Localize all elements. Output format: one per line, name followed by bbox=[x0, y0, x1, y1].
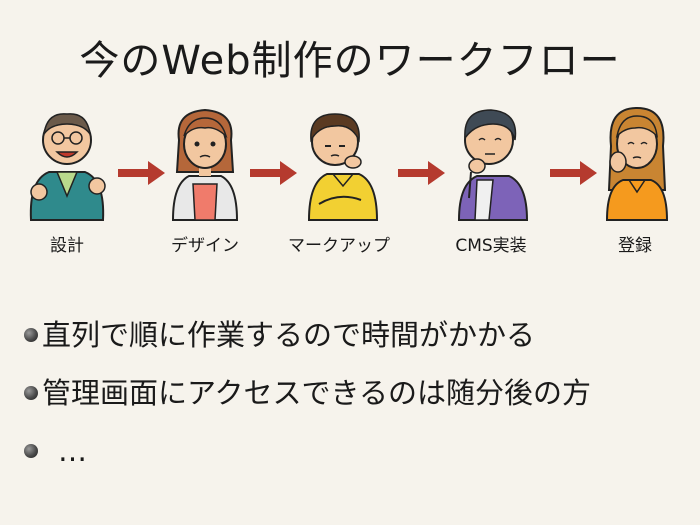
pondering-person-icon bbox=[457, 109, 529, 221]
workflow-step-design: デザイン bbox=[150, 100, 260, 256]
workflow-step-cms: CMS実装 bbox=[436, 100, 546, 256]
workflow-step-label: 設計 bbox=[50, 236, 84, 256]
presenter-person-icon bbox=[29, 113, 106, 221]
slide-title: 今のWeb制作のワークフロー bbox=[79, 38, 621, 84]
workflow-step-markup: マークアップ bbox=[284, 100, 394, 256]
bullet-item: 管理画面にアクセスできるのは随分後の方 bbox=[24, 368, 684, 426]
bullet-item: 直列で順に作業するので時間がかかる bbox=[24, 310, 684, 368]
arrow-right-icon bbox=[250, 161, 297, 185]
workflow-step-label: マークアップ bbox=[288, 236, 390, 256]
workflow-step-label: デザイン bbox=[171, 236, 239, 256]
bullet-item: … bbox=[24, 426, 684, 484]
bullet-dot-icon bbox=[24, 328, 38, 342]
worried-woman-icon bbox=[171, 108, 239, 221]
arrow-right-icon bbox=[550, 161, 597, 185]
workflow-diagram: 設計 デザイン bbox=[0, 100, 700, 270]
arrow-right-icon bbox=[118, 161, 165, 185]
bullet-dot-icon bbox=[24, 444, 38, 458]
bullet-list: 直列で順に作業するので時間がかかる 管理画面にアクセスできるのは随分後の方 … bbox=[24, 310, 684, 484]
arrow-right-icon bbox=[398, 161, 445, 185]
workflow-step-label: 登録 bbox=[618, 236, 652, 256]
bullet-dot-icon bbox=[24, 386, 38, 400]
workflow-step-label: CMS実装 bbox=[455, 236, 527, 256]
thinking-man-icon bbox=[307, 113, 379, 221]
troubled-woman-icon bbox=[605, 106, 669, 221]
workflow-step-register: 登録 bbox=[580, 100, 690, 256]
workflow-step-design-spec: 設計 bbox=[12, 100, 122, 256]
